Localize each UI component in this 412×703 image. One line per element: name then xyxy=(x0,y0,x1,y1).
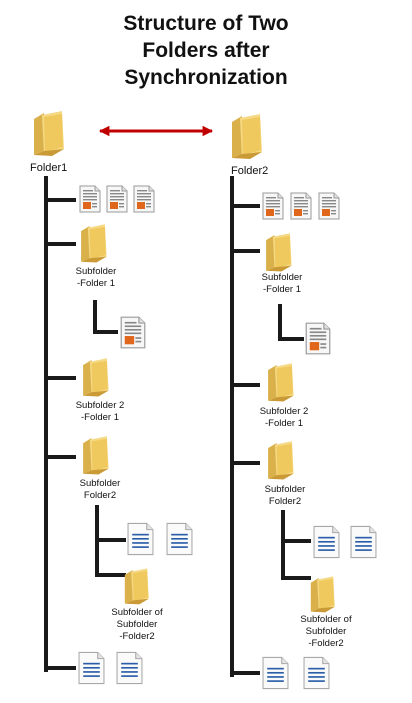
folder-icon xyxy=(226,111,266,161)
left-subfolder-2-label: Subfolder 2 -Folder 1 xyxy=(60,400,140,424)
label-line: -Folder 1 xyxy=(262,284,301,295)
label-line: Subfolder 2 xyxy=(259,406,309,417)
image-document-icon xyxy=(318,192,340,220)
label-line: Subfolder xyxy=(264,484,306,495)
label-line: Subfolder of xyxy=(111,607,163,618)
label-line: Subfolder xyxy=(79,478,121,489)
text-document-icon xyxy=(303,655,330,691)
text-document-icon xyxy=(350,524,377,560)
folder-icon xyxy=(306,574,338,614)
label-line: Subfolder of xyxy=(300,614,352,625)
text-document-icon xyxy=(313,524,340,560)
left-root-label: Folder1 xyxy=(30,162,68,174)
image-document-icon xyxy=(79,185,101,213)
label-line: Subfolder xyxy=(261,272,303,283)
text-document-icon xyxy=(166,521,193,557)
left-subfolder-of-subfolder-label: Subfolder of Subfolder -Folder2 xyxy=(97,607,177,643)
folder-icon xyxy=(261,231,295,273)
title-line-3: Synchronization xyxy=(124,66,288,89)
folder-icon xyxy=(78,434,112,476)
image-document-icon xyxy=(106,185,128,213)
folder-icon xyxy=(78,356,112,398)
left-tree-lines xyxy=(44,176,126,672)
right-subfolder-1-label: Subfolder -Folder 1 xyxy=(242,272,322,296)
text-document-icon xyxy=(127,521,154,557)
text-document-icon xyxy=(78,650,105,686)
label-line: Folder2 xyxy=(83,490,117,501)
label-line: Subfolder xyxy=(305,626,347,637)
label-line: -Folder2 xyxy=(308,638,344,649)
folder-icon xyxy=(263,439,297,481)
right-subfolder-2-label: Subfolder 2 -Folder 1 xyxy=(244,406,324,430)
text-document-icon xyxy=(116,650,143,686)
left-subfolder-1-label: Subfolder -Folder 1 xyxy=(56,266,136,290)
image-document-icon xyxy=(290,192,312,220)
diagram-title: Structure of Two Folders after Synchroni… xyxy=(0,10,412,91)
left-subfolder-folder2-label: Subfolder Folder2 xyxy=(60,478,140,502)
label-line: Subfolder xyxy=(75,266,117,277)
title-line-1: Structure of Two xyxy=(123,12,289,35)
right-subfolder-of-subfolder-label: Subfolder of Subfolder -Folder2 xyxy=(286,614,366,650)
image-document-icon xyxy=(120,316,146,349)
label-line: -Folder2 xyxy=(119,631,155,642)
label-line: Folder2 xyxy=(268,496,302,507)
folder-icon xyxy=(28,108,68,158)
folder-icon xyxy=(120,566,152,606)
label-line: -Folder 1 xyxy=(80,412,119,423)
label-line: -Folder 1 xyxy=(264,418,303,429)
folder-icon xyxy=(76,222,110,264)
image-document-icon xyxy=(133,185,155,213)
label-line: Subfolder 2 xyxy=(75,400,125,411)
right-tree-lines xyxy=(230,176,311,677)
right-subfolder-folder2-label: Subfolder Folder2 xyxy=(245,484,325,508)
right-root-label: Folder2 xyxy=(231,165,269,177)
label-line: Subfolder xyxy=(116,619,158,630)
folder-icon xyxy=(263,361,297,403)
title-line-2: Folders after xyxy=(142,39,270,62)
text-document-icon xyxy=(262,655,289,691)
label-line: -Folder 1 xyxy=(76,278,115,289)
image-document-icon xyxy=(262,192,284,220)
image-document-icon xyxy=(305,322,331,355)
